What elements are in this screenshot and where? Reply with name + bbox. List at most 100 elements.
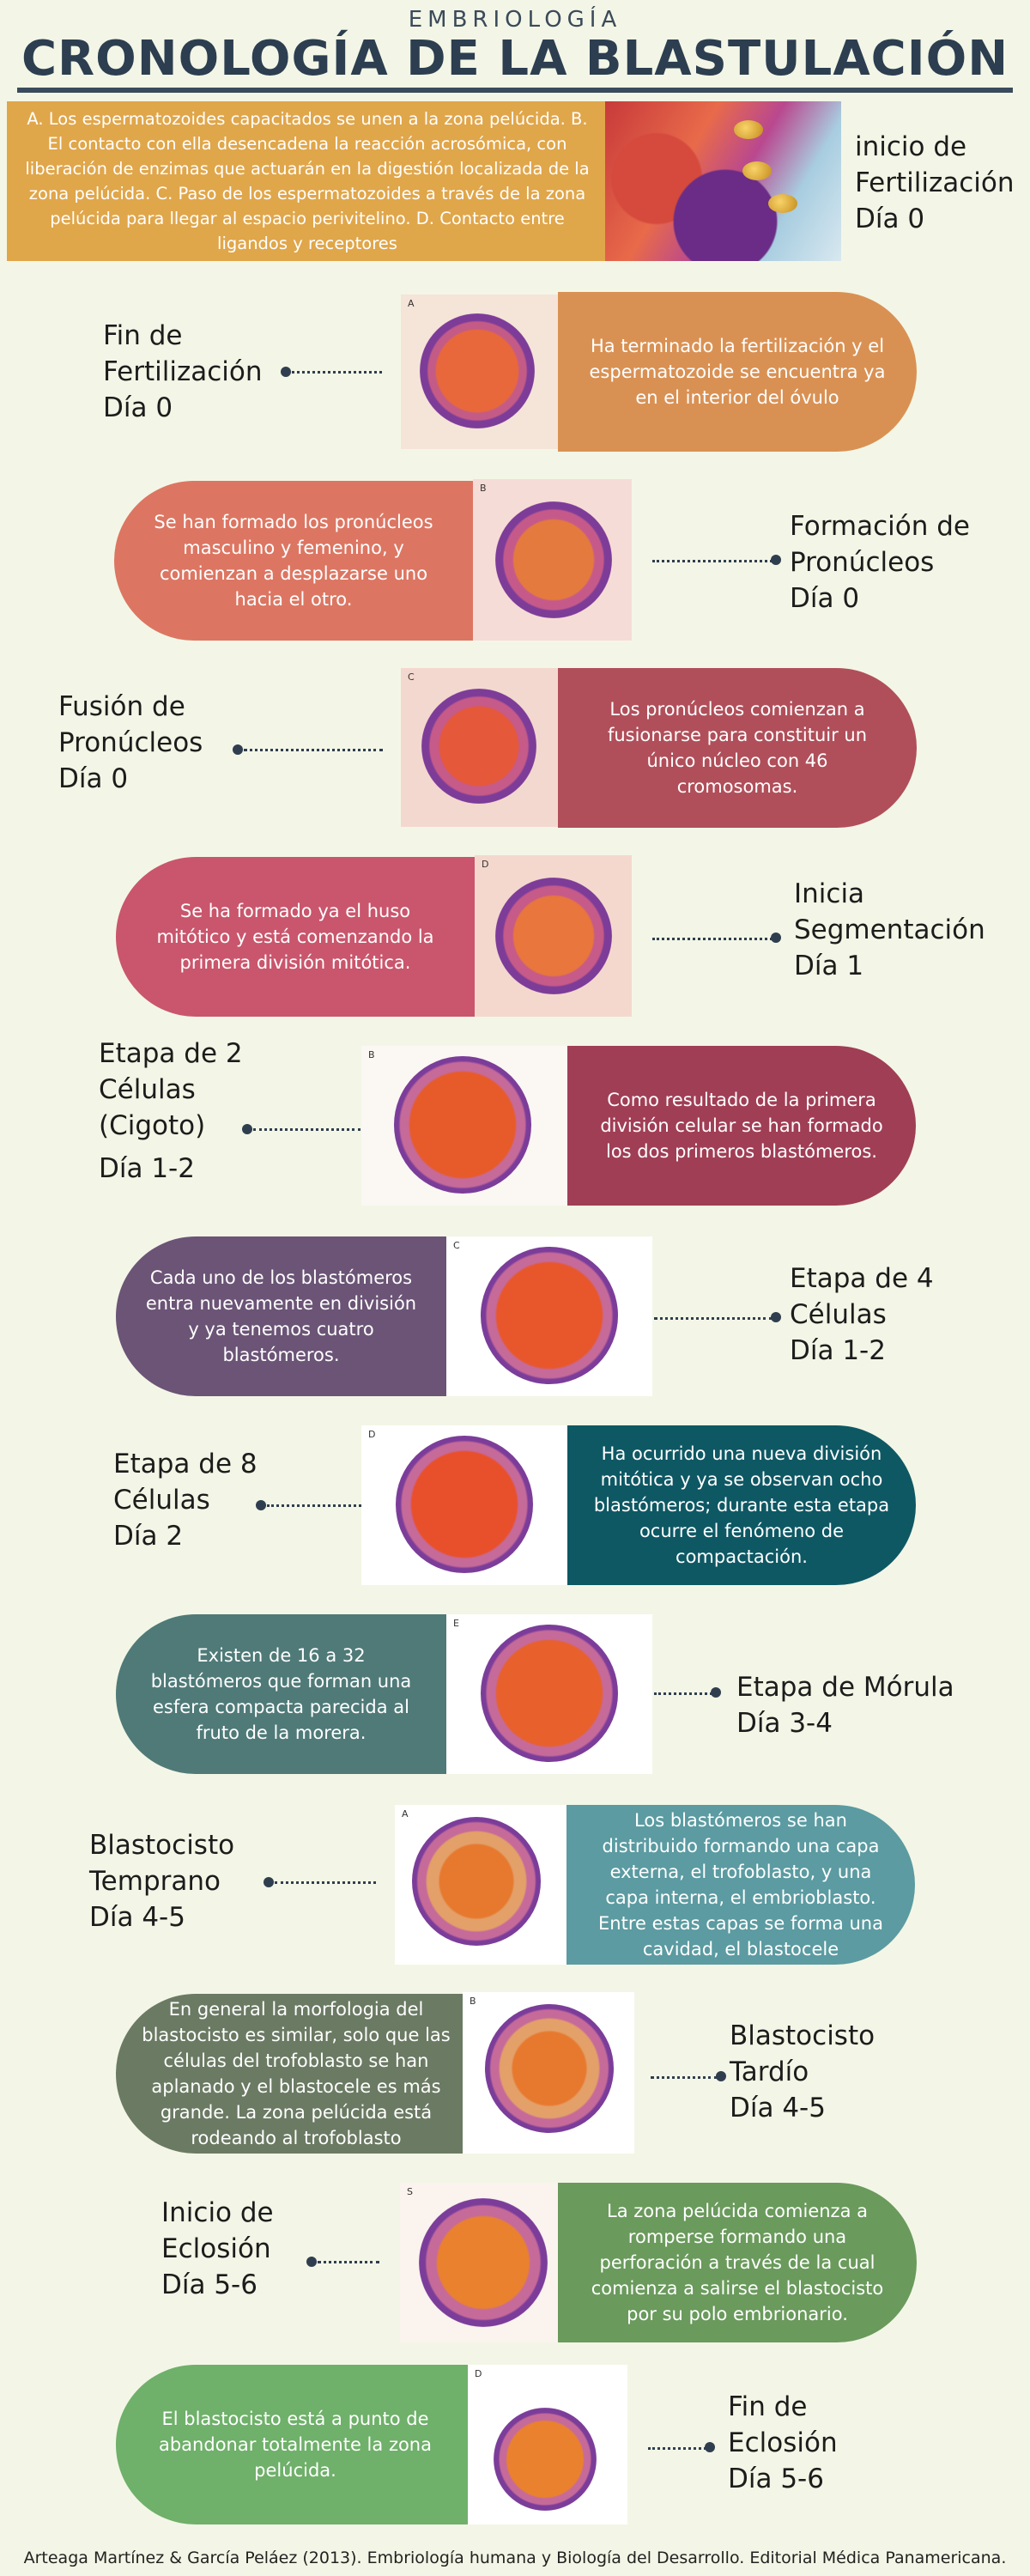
timeline-dot bbox=[771, 933, 781, 943]
stage-day: Día 0 bbox=[58, 763, 129, 794]
stage-title: Etapa de Mórula bbox=[736, 1672, 954, 1703]
stage-heading-4-celulas: Etapa de 4 Células Día 1-2 bbox=[790, 1261, 978, 1369]
stage-description-blastocisto-temprano: Los blastómeros se han distribuido forma… bbox=[566, 1805, 915, 1965]
header-subtitle: EMBRIOLOGÍA bbox=[408, 7, 622, 33]
stage-heading-inicio-eclosion: Inicio de Eclosión Día 5-6 bbox=[161, 2195, 333, 2303]
timeline-dot bbox=[716, 2071, 726, 2081]
citation-footer: Arteaga Martínez & García Peláez (2013).… bbox=[23, 2549, 1007, 2567]
stage-title: Fin de Fertilización bbox=[103, 320, 263, 387]
hatching-blastocyst-figure bbox=[419, 2198, 548, 2327]
stage-image-blastocisto-tardio: B bbox=[463, 1992, 634, 2154]
stage-day: Día 3-4 bbox=[736, 1708, 833, 1739]
zygote-figure bbox=[420, 313, 535, 428]
timeline-connector bbox=[654, 1692, 712, 1695]
figure-letter: B bbox=[470, 1996, 476, 2007]
timeline-dot bbox=[256, 1500, 266, 1510]
stage-day: Día 5-6 bbox=[728, 2464, 824, 2494]
figure-letter: C bbox=[453, 1240, 460, 1251]
stage-day: Día 1 bbox=[794, 951, 864, 981]
timeline-dot bbox=[711, 1687, 721, 1698]
zygote-figure bbox=[495, 501, 612, 618]
stage-description-blastocisto-tardio: En general la morfologia del blastocisto… bbox=[116, 1994, 463, 2154]
zygote-figure bbox=[495, 878, 612, 994]
stage-title: Inicio de Eclosión bbox=[161, 2197, 274, 2264]
timeline-connector bbox=[652, 938, 772, 940]
stage-title: Inicia Segmentación bbox=[794, 878, 985, 945]
stage-heading-intro: inicio de Fertilización Día 0 bbox=[855, 129, 1027, 237]
sperm-icon bbox=[742, 161, 772, 180]
stage-description-8-celulas: Ha ocurrido una nueva división mitótica … bbox=[567, 1425, 916, 1585]
timeline-connector bbox=[648, 2447, 706, 2450]
figure-letter: B bbox=[368, 1049, 375, 1060]
hatched-blastocyst-figure bbox=[494, 2408, 597, 2511]
blastocyst-figure bbox=[485, 2004, 614, 2133]
stage-heading-morula: Etapa de Mórula Día 3-4 bbox=[736, 1669, 1028, 1741]
timeline-connector bbox=[244, 749, 383, 751]
stage-heading-2-celulas: Etapa de 2 Células (Cigoto) Día 1-2 bbox=[99, 1036, 270, 1187]
stage-heading-8-celulas: Etapa de 8 Células Día 2 bbox=[113, 1446, 285, 1554]
stage-description-fin-eclosion: El blastocisto está a punto de abandonar… bbox=[116, 2365, 475, 2524]
figure-letter: D bbox=[482, 859, 489, 870]
timeline-dot bbox=[281, 367, 291, 377]
timeline-connector bbox=[652, 560, 772, 562]
stage-description-inicio-eclosion: La zona pelúcida comienza a romperse for… bbox=[558, 2183, 917, 2342]
stage-description-inicia-segmentacion: Se ha formado ya el huso mitótico y está… bbox=[116, 857, 475, 1017]
blastomere-figure bbox=[394, 1056, 531, 1194]
timeline-dot bbox=[264, 1877, 274, 1887]
timeline-dot bbox=[306, 2257, 317, 2267]
stage-image-4-celulas: C bbox=[446, 1236, 652, 1396]
zygote-figure bbox=[421, 689, 536, 804]
timeline-connector bbox=[267, 1504, 361, 1507]
title-divider bbox=[17, 88, 1013, 93]
blastomere-figure bbox=[396, 1436, 533, 1573]
stage-image-fusion-pronucleos: C bbox=[401, 668, 558, 827]
figure-letter: S bbox=[407, 2186, 413, 2197]
stage-day: Día 4-5 bbox=[89, 1902, 185, 1933]
figure-letter: A bbox=[408, 298, 415, 309]
stage-image-2-celulas: B bbox=[361, 1046, 567, 1206]
sperm-icon bbox=[734, 120, 763, 139]
stage-image-fin-eclosion: D bbox=[468, 2365, 627, 2524]
stage-heading-fin-fertilizacion: Fin de Fertilización Día 0 bbox=[103, 318, 300, 426]
fertilization-illustration bbox=[605, 101, 841, 261]
stage-heading-fusion-pronucleos: Fusión de Pronúcleos Día 0 bbox=[58, 689, 247, 797]
stage-image-formacion-pronucleos: B bbox=[473, 479, 632, 641]
stage-title: Fusión de Pronúcleos bbox=[58, 691, 203, 758]
stage-description-fusion-pronucleos: Los pronúcleos comienzan a fusionarse pa… bbox=[558, 668, 917, 828]
timeline-dot bbox=[771, 1312, 781, 1322]
morula-figure bbox=[481, 1625, 618, 1762]
stage-title: Blastocisto Tardío bbox=[730, 2020, 876, 2087]
stage-day: Día 2 bbox=[113, 1521, 184, 1552]
stage-title: Etapa de 2 Células (Cigoto) bbox=[99, 1038, 243, 1141]
stage-image-fin-fertilizacion: A bbox=[401, 295, 558, 449]
stage-title: Etapa de 4 Células bbox=[790, 1263, 934, 1330]
timeline-dot bbox=[771, 555, 781, 565]
figure-letter: A bbox=[402, 1808, 409, 1820]
stage-description-morula: Existen de 16 a 32 blastómeros que forma… bbox=[116, 1614, 446, 1774]
stage-day: Día 0 bbox=[103, 392, 173, 423]
timeline-connector bbox=[275, 1881, 376, 1884]
timeline-connector bbox=[292, 371, 382, 374]
stage-day: Día 1-2 bbox=[790, 1335, 886, 1366]
stage-image-blastocisto-temprano: A bbox=[395, 1805, 566, 1965]
timeline-connector bbox=[654, 1317, 772, 1320]
stage-day: Día 0 bbox=[790, 583, 860, 614]
timeline-connector bbox=[318, 2261, 379, 2263]
figure-letter: D bbox=[368, 1429, 376, 1440]
stage-day: Día 0 bbox=[855, 204, 925, 234]
stage-day: Día 5-6 bbox=[161, 2269, 258, 2300]
blastomere-figure bbox=[481, 1247, 618, 1384]
stage-title: inicio de Fertilización bbox=[855, 131, 1015, 198]
stage-description-formacion-pronucleos: Se han formado los pronúcleos masculino … bbox=[114, 481, 473, 641]
sperm-icon bbox=[768, 194, 797, 213]
stage-description-2-celulas: Como resultado de la primera división ce… bbox=[567, 1046, 916, 1206]
blastocyst-figure bbox=[412, 1817, 541, 1946]
timeline-dot bbox=[242, 1124, 252, 1134]
stage-image-inicio-eclosion: S bbox=[400, 2183, 558, 2342]
stage-title: Formación de Pronúcleos bbox=[790, 511, 970, 578]
stage-image-morula: E bbox=[446, 1614, 652, 1774]
stage-day: Día 1-2 bbox=[99, 1153, 195, 1184]
timeline-dot bbox=[233, 744, 243, 755]
figure-letter: D bbox=[475, 2368, 482, 2379]
timeline-connector bbox=[253, 1128, 360, 1131]
